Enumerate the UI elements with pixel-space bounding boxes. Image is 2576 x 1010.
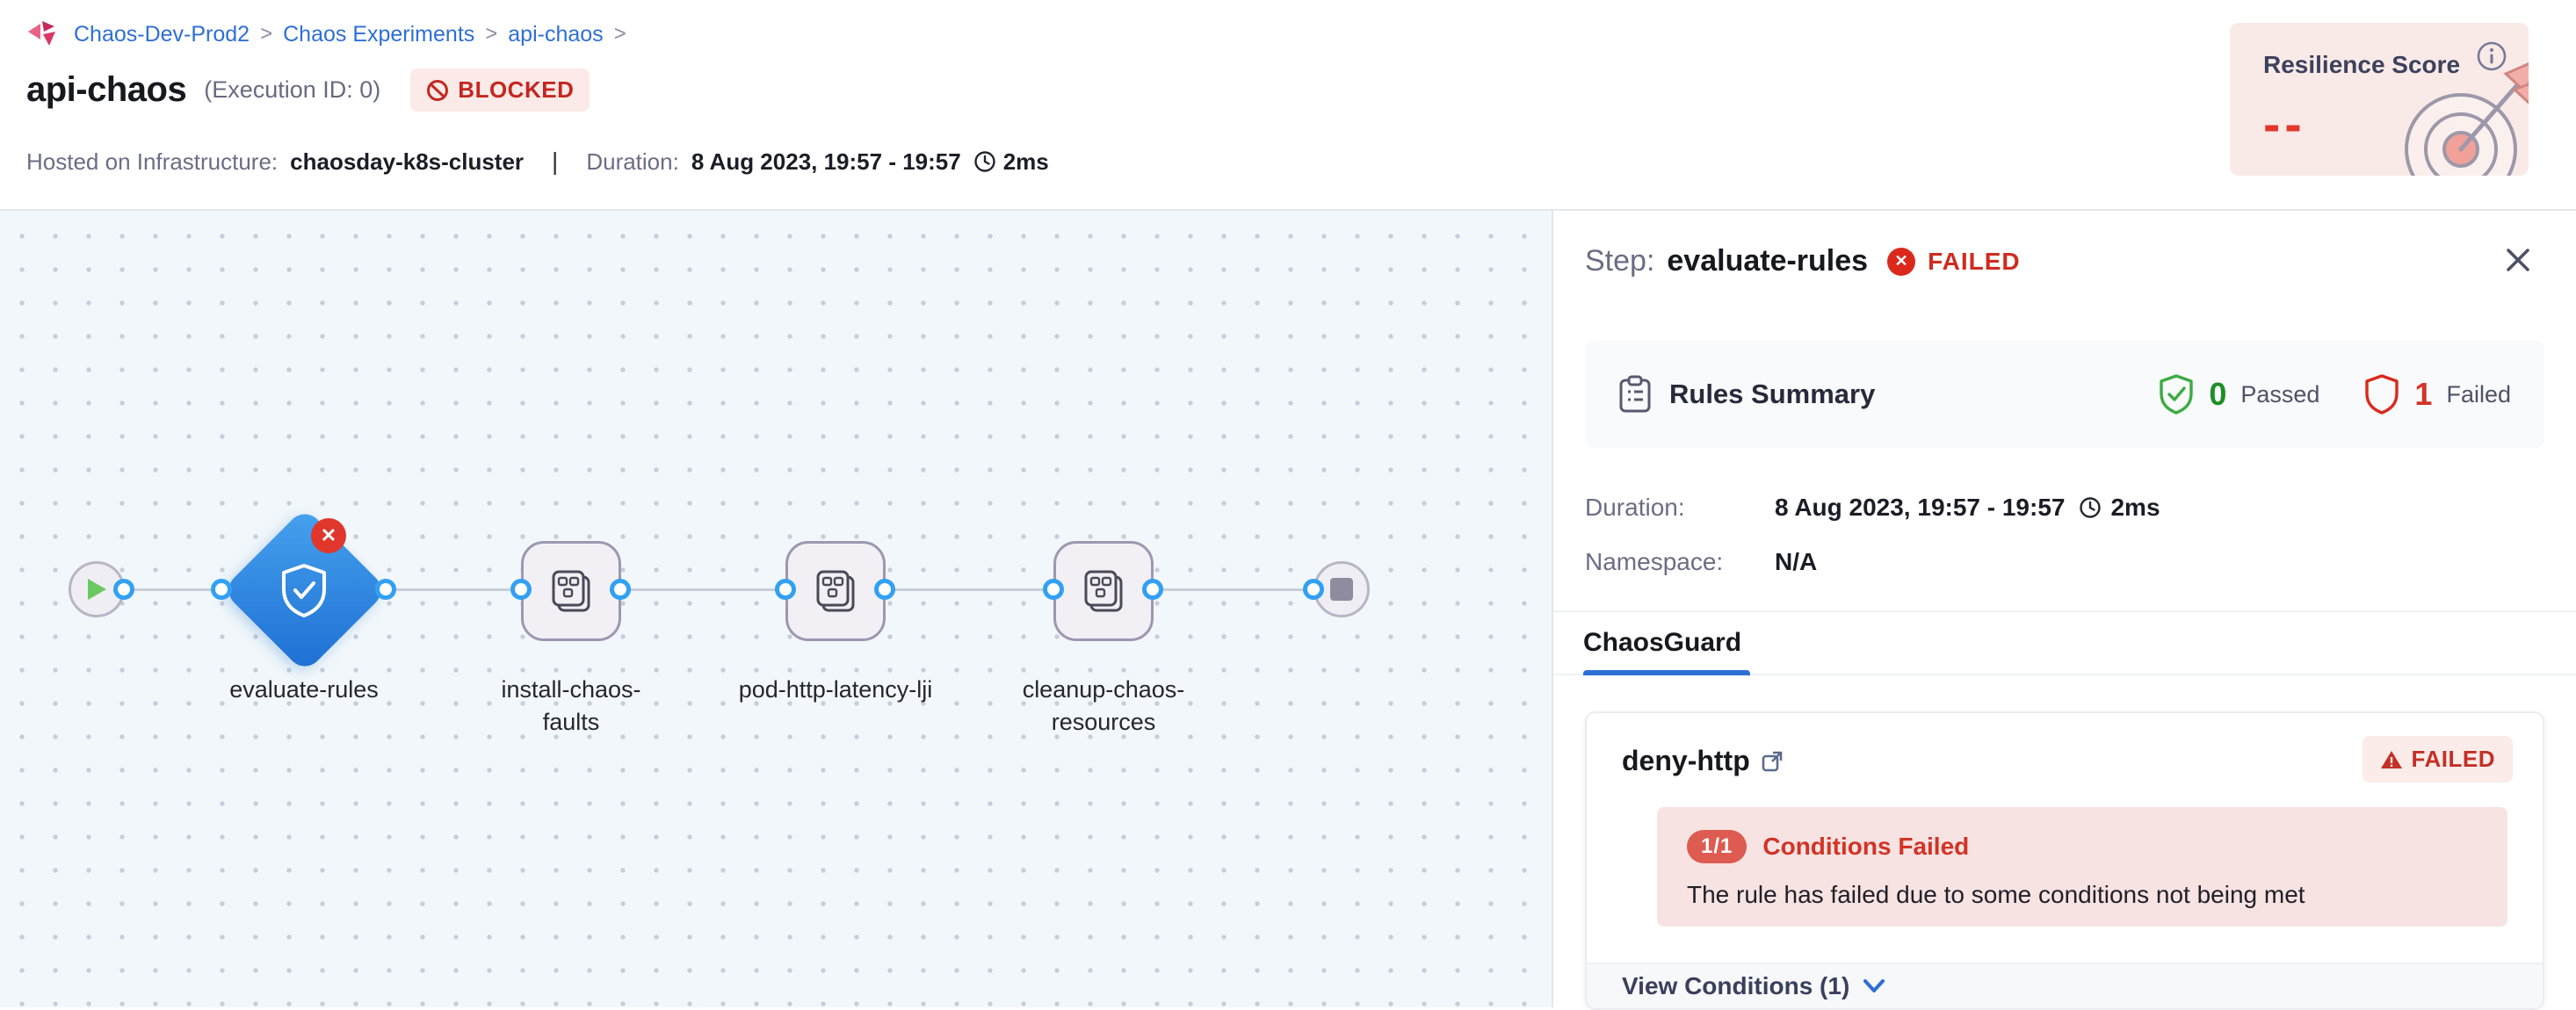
view-conditions-label: View Conditions (1)	[1622, 972, 1850, 999]
panel-elapsed-value: 2ms	[2110, 494, 2160, 521]
page-header: Chaos-Dev-Prod2 > Chaos Experiments > ap…	[0, 0, 2576, 211]
rule-name: deny-http	[1622, 745, 1750, 776]
breadcrumb-separator: >	[485, 22, 498, 46]
breadcrumb-separator: >	[613, 22, 626, 46]
namespace-label: Namespace:	[1585, 548, 1724, 575]
step-details-panel: Step: evaluate-rules ✕ FAILED Rules Summ…	[1552, 211, 2576, 1010]
stop-icon	[1330, 578, 1353, 601]
port[interactable]	[113, 579, 134, 600]
elapsed-value: 2ms	[1002, 148, 1049, 175]
node-failed-badge: ✕	[311, 518, 346, 553]
port[interactable]	[775, 579, 796, 600]
breadcrumb-project[interactable]: Chaos-Dev-Prod2	[74, 21, 250, 47]
failed-status-label: FAILED	[1928, 247, 2021, 275]
conditions-ratio-badge: 1/1	[1687, 830, 1747, 863]
rule-card-deny-http: deny-http FAILED 1/1 Conditions Failed T…	[1585, 711, 2544, 1010]
step-group-icon	[552, 570, 590, 612]
execution-id: (Execution ID: 0)	[204, 76, 381, 103]
breadcrumb: Chaos-Dev-Prod2 > Chaos Experiments > ap…	[26, 18, 626, 51]
duration-label: Duration:	[586, 148, 679, 175]
shield-check-icon	[282, 564, 326, 617]
step-group-icon	[1084, 570, 1123, 612]
port[interactable]	[375, 579, 396, 600]
port[interactable]	[211, 579, 232, 600]
conditions-failed-title: Conditions Failed	[1762, 833, 1970, 860]
chaos-logo-icon	[28, 21, 55, 46]
shield-passed-icon	[2160, 374, 2194, 415]
breadcrumb-experiments[interactable]: Chaos Experiments	[283, 21, 475, 47]
rule-failed-label: FAILED	[2411, 746, 2495, 772]
breadcrumb-experiment-name[interactable]: api-chaos	[508, 21, 604, 47]
conditions-failed-box: 1/1 Conditions Failed The rule has faile…	[1657, 807, 2507, 927]
pipeline-canvas[interactable]: ✕	[0, 211, 1552, 1007]
resilience-score-title: Resilience Score	[2263, 51, 2461, 78]
target-dart-illustration	[2405, 61, 2529, 176]
meta-divider: |	[552, 148, 559, 175]
port[interactable]	[510, 579, 532, 600]
panel-duration-value: 8 Aug 2023, 19:57 - 19:57	[1775, 494, 2066, 521]
active-tab-indicator	[1583, 670, 1750, 675]
panel-tabbar: ChaosGuard	[1553, 610, 2576, 675]
rule-failed-badge: FAILED	[2362, 736, 2513, 783]
node-pod-http-latency[interactable]	[785, 541, 886, 641]
clock-icon	[974, 151, 995, 172]
conditions-failed-message: The rule has failed due to some conditio…	[1687, 881, 2305, 908]
infra-label: Hosted on Infrastructure:	[26, 148, 279, 175]
play-icon	[88, 579, 106, 600]
namespace-value: N/A	[1775, 548, 1818, 575]
step-label: Step:	[1585, 244, 1655, 278]
blocked-icon	[427, 79, 449, 101]
step-group-icon	[816, 570, 855, 612]
external-link-icon[interactable]	[1761, 750, 1784, 773]
rules-summary-card: Rules Summary 0 Passed 1 Failed	[1585, 341, 2544, 448]
status-badge-blocked: BLOCKED	[410, 69, 590, 112]
node-install-chaos-faults[interactable]	[521, 541, 621, 641]
close-panel-button[interactable]	[2499, 241, 2537, 279]
info-icon[interactable]	[2476, 40, 2507, 72]
failed-status-icon: ✕	[1887, 247, 1916, 276]
port[interactable]	[874, 579, 895, 600]
port[interactable]	[1303, 579, 1324, 600]
duration-value: 8 Aug 2023, 19:57 - 19:57	[691, 148, 961, 175]
page-title: api-chaos	[26, 70, 187, 109]
node-label-pod-http-latency: pod-http-latency-lji	[738, 676, 933, 703]
infra-value: chaosday-k8s-cluster	[290, 148, 525, 175]
clock-icon	[2080, 497, 2102, 518]
clipboard-icon	[1619, 375, 1651, 413]
node-label-install-chaos-faults: install-chaos-faults	[501, 676, 641, 735]
passed-label: Passed	[2240, 380, 2320, 408]
passed-count: 0	[2209, 376, 2227, 412]
warning-triangle-icon	[2380, 750, 2402, 768]
port[interactable]	[1142, 579, 1163, 600]
node-cleanup-chaos-resources[interactable]	[1053, 541, 1154, 641]
view-conditions-toggle[interactable]: View Conditions (1)	[1587, 963, 2543, 1008]
panel-duration-label: Duration:	[1585, 494, 1685, 521]
resilience-score-value: --	[2263, 96, 2306, 153]
node-label-evaluate-rules: evaluate-rules	[229, 676, 379, 703]
step-name: evaluate-rules	[1667, 244, 1869, 278]
resilience-score-card: Resilience Score --	[2230, 23, 2529, 176]
header-divider	[0, 209, 2576, 211]
shield-failed-icon	[2365, 374, 2399, 415]
breadcrumb-separator: >	[260, 22, 273, 46]
chevron-down-icon	[1863, 979, 1885, 992]
port[interactable]	[1043, 579, 1064, 600]
blocked-label: BLOCKED	[458, 76, 575, 103]
tab-chaosguard[interactable]: ChaosGuard	[1583, 628, 1742, 657]
rules-summary-title: Rules Summary	[1669, 379, 1876, 409]
failed-count: 1	[2414, 376, 2433, 412]
node-label-cleanup-chaos-resources: cleanup-chaos-resources	[1022, 676, 1185, 735]
close-icon	[2507, 249, 2529, 271]
failed-label: Failed	[2446, 380, 2511, 408]
pipeline-edge	[125, 588, 1314, 591]
port[interactable]	[610, 579, 631, 600]
